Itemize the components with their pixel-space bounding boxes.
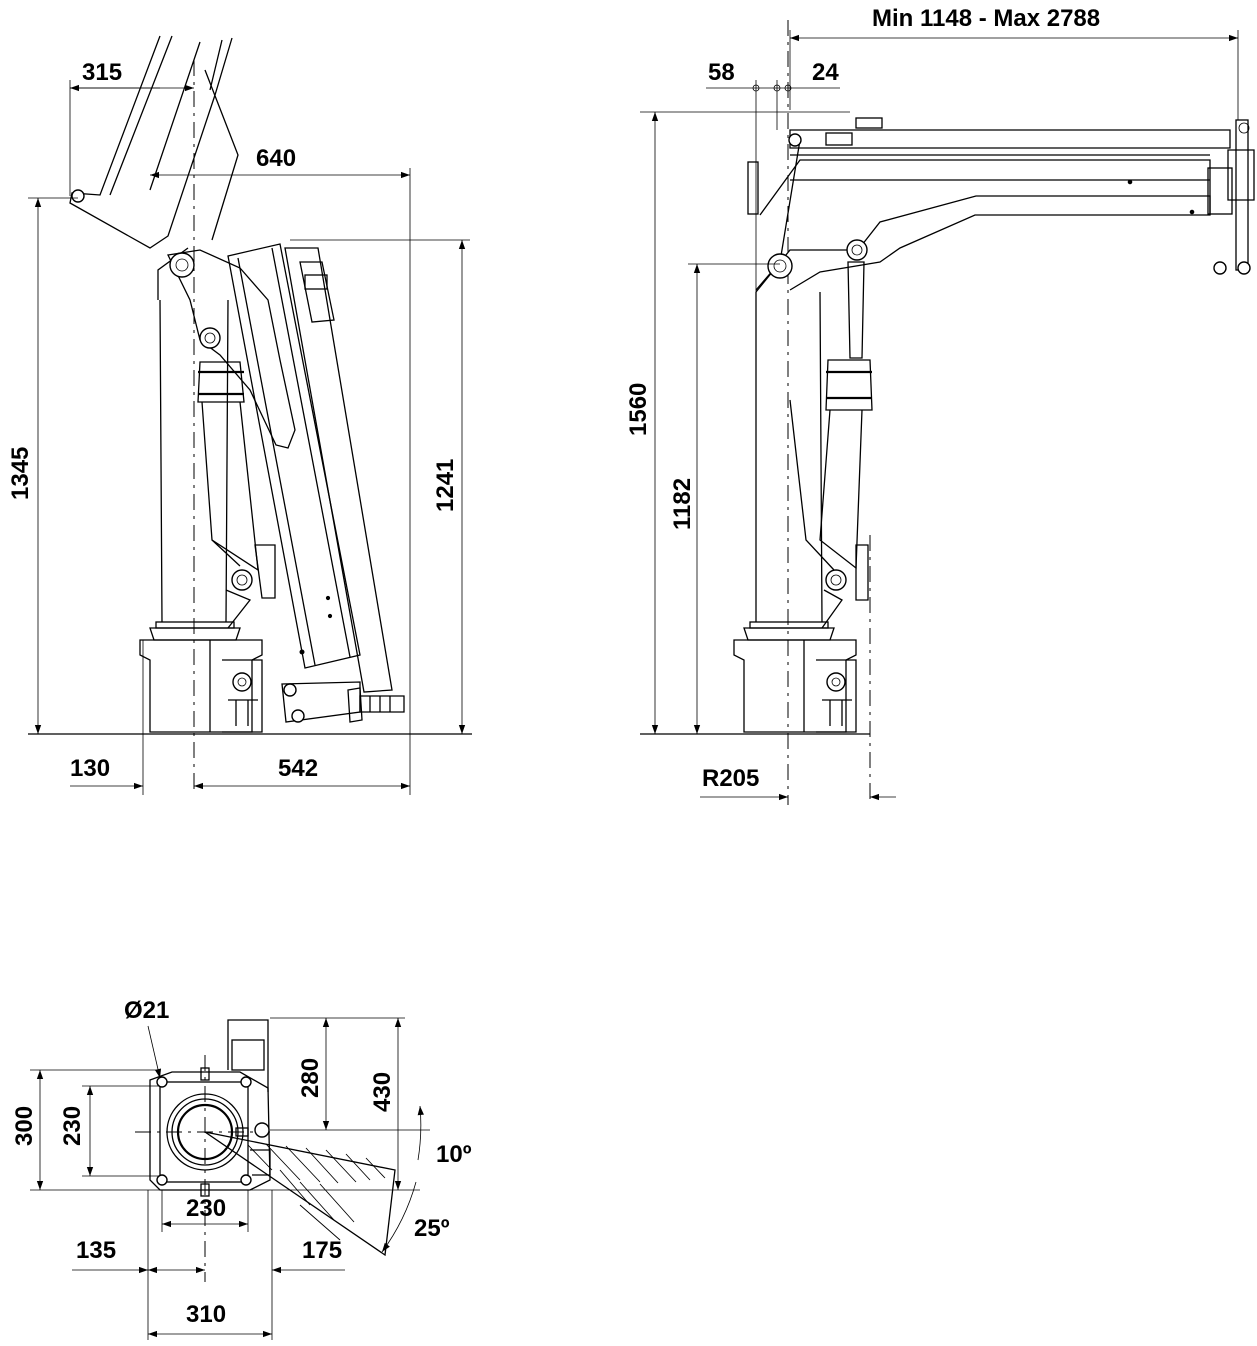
dim-280-label: 280 xyxy=(297,1058,324,1098)
base-plate xyxy=(149,1019,271,1197)
side-bracket xyxy=(167,249,296,449)
dim-315-label: 315 xyxy=(82,59,122,86)
dim-640-label: 640 xyxy=(256,145,296,172)
dim-430-label: 430 xyxy=(369,1072,396,1112)
dim-130-label: 130 xyxy=(70,755,110,782)
side-base xyxy=(139,621,263,733)
dim-1241-label: 1241 xyxy=(432,459,459,512)
ext-cylinder xyxy=(789,261,873,629)
side-view: 315 640 1345 1241 130 542 xyxy=(7,35,472,795)
slewing-sector-hatch xyxy=(247,1143,386,1241)
dim-25deg-label: 25º xyxy=(414,1215,450,1242)
dim-300-label: 300 xyxy=(11,1106,38,1146)
side-mast xyxy=(157,247,229,623)
side-cylinder xyxy=(197,361,276,629)
dim-1345-label: 1345 xyxy=(7,447,34,500)
dim-24-label: 24 xyxy=(812,59,839,86)
dim-1182-label: 1182 xyxy=(669,478,696,530)
dim-58-label: 58 xyxy=(708,59,735,86)
dim-1560-label: 1560 xyxy=(625,383,652,436)
dim-hole-label: Ø21 xyxy=(124,997,169,1024)
dim-135-label: 135 xyxy=(76,1237,116,1264)
ext-hook xyxy=(1207,119,1255,275)
dim-175-label: 175 xyxy=(302,1237,342,1264)
dim-reach-label: Min 1148 - Max 2788 xyxy=(872,5,1100,32)
dim-10deg-label: 10º xyxy=(436,1141,472,1168)
dim-230-vertical-label: 230 xyxy=(59,1106,86,1146)
extended-view: Min 1148 - Max 2788 58 24 1560 1182 R205 xyxy=(625,5,1255,805)
ext-base xyxy=(733,621,857,733)
dim-542-label: 542 xyxy=(278,755,318,782)
ext-boom xyxy=(747,117,1231,293)
side-upper-arm xyxy=(69,35,239,249)
dim-310-label: 310 xyxy=(186,1301,226,1328)
side-hook xyxy=(281,681,405,723)
dim-230-horizontal-label: 230 xyxy=(186,1195,226,1222)
base-plan-view: Ø21 280 430 300 230 10º 230 25º 135 175 … xyxy=(11,997,472,1340)
side-jib xyxy=(227,243,393,693)
dim-r205-label: R205 xyxy=(702,765,759,792)
